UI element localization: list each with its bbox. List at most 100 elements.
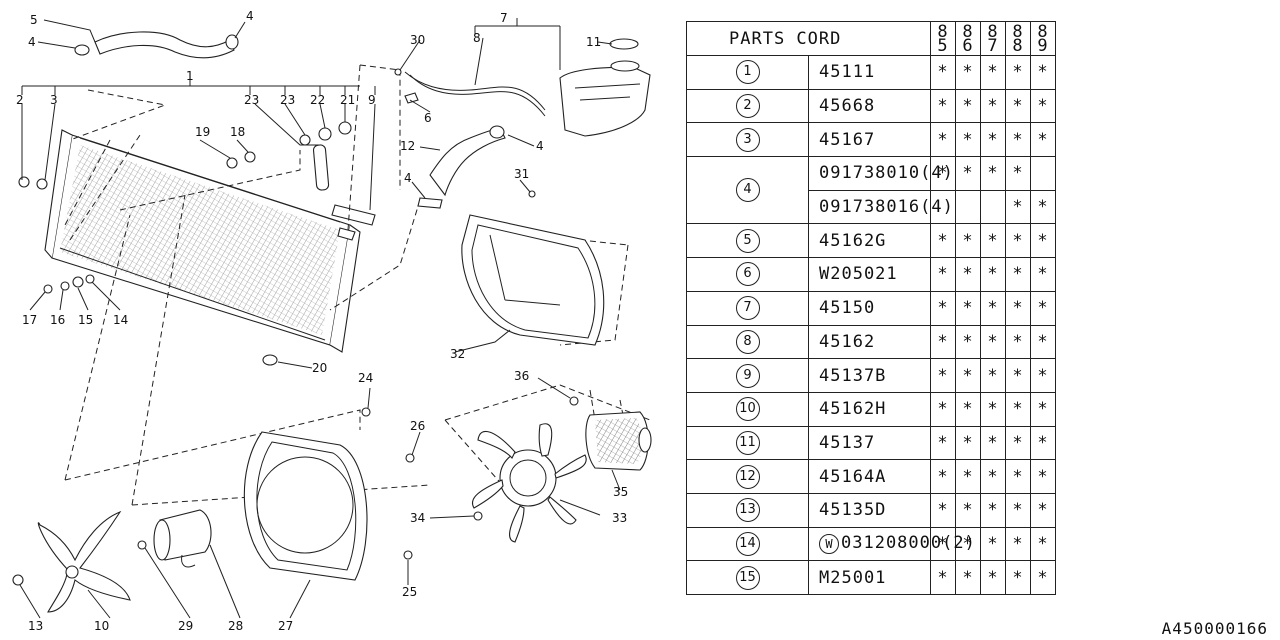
ref-number: 2 [735,94,760,119]
year-applicability-mark: * [980,492,1006,528]
callout-label: 20 [312,361,327,375]
callout-label: 32 [450,347,465,361]
year-applicability-mark: * [980,358,1006,393]
year-applicability-mark: * [930,223,956,259]
callout-label: 7 [500,11,508,25]
year-applicability-mark: * [1005,223,1031,259]
callout-label: 30 [410,33,425,47]
callout-label: 11 [586,35,601,49]
year-applicability-mark: * [1030,425,1056,461]
callout-label: 34 [410,511,425,525]
part-number-cell: M25001 [808,560,931,595]
callout-label: 26 [410,419,425,433]
year-applicability-mark: * [980,88,1006,124]
year-applicability-mark: * [930,425,956,461]
callout-label: 28 [228,619,243,633]
ref-number-cell: 11 [686,425,809,461]
year-applicability-mark: * [1005,189,1031,225]
year-applicability-mark: * [930,290,956,326]
year-applicability-mark: * [930,492,956,528]
year-applicability-mark: * [980,324,1006,360]
year-applicability-mark: * [1030,526,1056,562]
part-number: 45162G [819,230,887,251]
part-number-cell: 45137B [808,358,931,393]
part-number: W205021 [819,264,898,285]
ref-number: 8 [735,329,760,354]
year-applicability-mark: * [1030,358,1056,393]
year-applicability-mark: * [955,425,981,461]
ref-number-cell: 12 [686,459,809,494]
ref-number-cell: 4 [686,156,809,225]
year-applicability-mark: * [980,391,1006,427]
ref-number: 12 [735,464,760,489]
part-number-cell: 45135D [808,492,931,528]
part-number: 45164A [819,466,887,487]
callout-label: 12 [400,139,415,153]
year-applicability-mark: * [930,122,956,158]
ref-number: 4 [735,178,760,203]
callout-label: 31 [514,167,529,181]
year-applicability-mark: * [1030,459,1056,494]
year-applicability-mark: * [980,223,1006,259]
year-applicability-mark: * [1005,257,1031,292]
part-number: M25001 [819,567,887,588]
year-applicability-mark [1030,156,1056,191]
ref-number-cell: 3 [686,122,809,158]
year-applicability-mark: * [1005,459,1031,494]
washer-prefix: W [819,534,839,555]
ref-number-cell: 1 [686,55,809,90]
electric-fan-shroud [243,431,368,581]
part-number: 091738010(4) [819,163,954,184]
year-applicability-mark: * [1030,223,1056,259]
year-applicability-mark: * [930,55,956,90]
year-applicability-mark: * [930,324,956,360]
year-applicability-mark: * [980,425,1006,461]
callout-label: 18 [230,125,245,139]
year-applicability-mark: * [980,290,1006,326]
fan-shroud [461,214,605,346]
part-number: 45111 [819,62,876,83]
callout-label: 19 [195,125,210,139]
ref-number: 7 [735,296,760,321]
callout-label: 35 [613,485,628,499]
year-applicability-mark: * [955,290,981,326]
callout-label: 4 [28,35,36,49]
ref-number: 13 [735,498,760,523]
ref-number-cell: 10 [686,391,809,427]
year-applicability-mark: * [1030,492,1056,528]
part-number-cell: 091738016(4) [808,189,953,225]
part-number: 091738016(4) [819,197,954,218]
ref-number: 1 [735,60,760,85]
callout-label: 33 [612,511,627,525]
radiator [44,129,376,353]
year-applicability-mark: * [930,391,956,427]
part-number: 45167 [819,129,876,150]
year-applicability-mark: * [980,55,1006,90]
ref-number: 6 [735,262,760,287]
year-applicability-mark: * [980,156,1006,191]
ref-number: 15 [735,565,760,590]
callout-labels: 5 4 4 1 2 3 23 23 22 21 9 19 18 17 16 15… [16,9,628,633]
callout-label: 10 [94,619,109,633]
ref-number-cell: 6 [686,257,809,292]
ref-number-cell: 2 [686,88,809,124]
part-number-cell: 45137 [808,425,931,461]
year-applicability-mark: * [1005,156,1031,191]
year-applicability-mark: * [930,257,956,292]
callout-label: 23 [244,93,259,107]
coolant-reservoir [404,38,651,137]
ref-number-cell: 7 [686,290,809,326]
